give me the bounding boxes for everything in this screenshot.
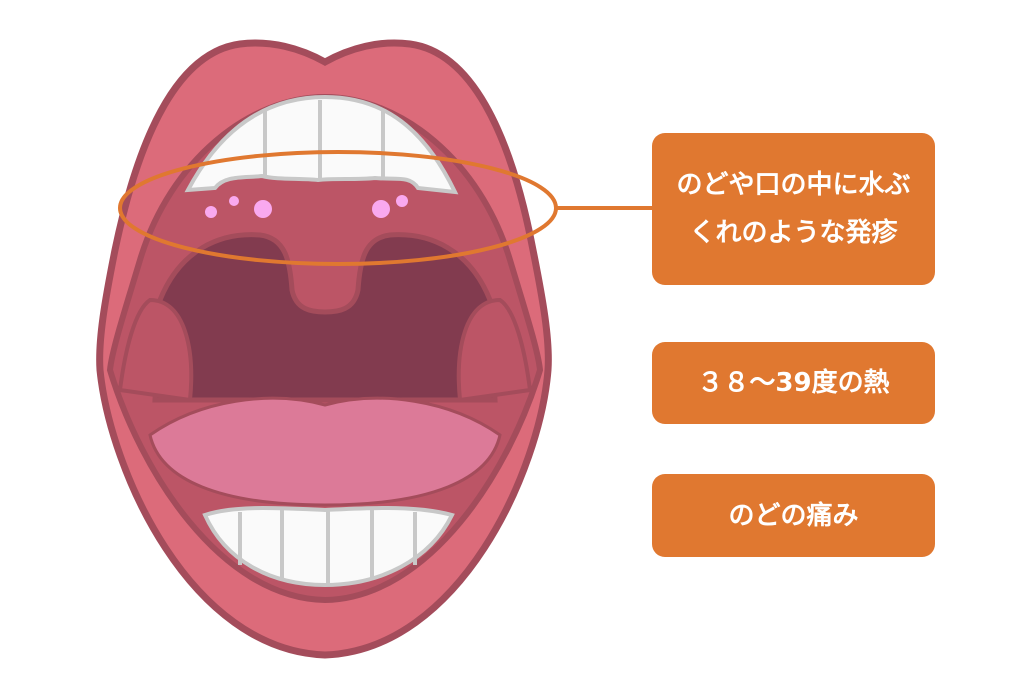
symptom-text: ３８〜39度の熱 xyxy=(697,368,890,398)
symptom-label-fever: ３８〜39度の熱 xyxy=(652,342,935,424)
lower-teeth-gaps xyxy=(238,510,417,585)
blister xyxy=(205,206,217,218)
tonsil-left xyxy=(117,297,194,403)
blister xyxy=(396,195,408,207)
symptom-text: のどの痛み xyxy=(728,500,859,531)
symptom-label-blisters: のどや口の中に水ぶくれのような発疹 xyxy=(652,133,935,285)
upper-teeth-gaps xyxy=(263,100,385,178)
blister xyxy=(372,200,390,218)
symptom-text: のどや口の中に水ぶくれのような発疹 xyxy=(676,170,911,248)
tongue xyxy=(148,396,502,507)
blisters xyxy=(205,195,408,218)
symptom-label-sore-throat: のどの痛み xyxy=(652,474,935,557)
tonsil-right xyxy=(456,297,533,403)
blister xyxy=(254,200,272,218)
throat xyxy=(152,232,498,403)
blister xyxy=(229,196,239,206)
